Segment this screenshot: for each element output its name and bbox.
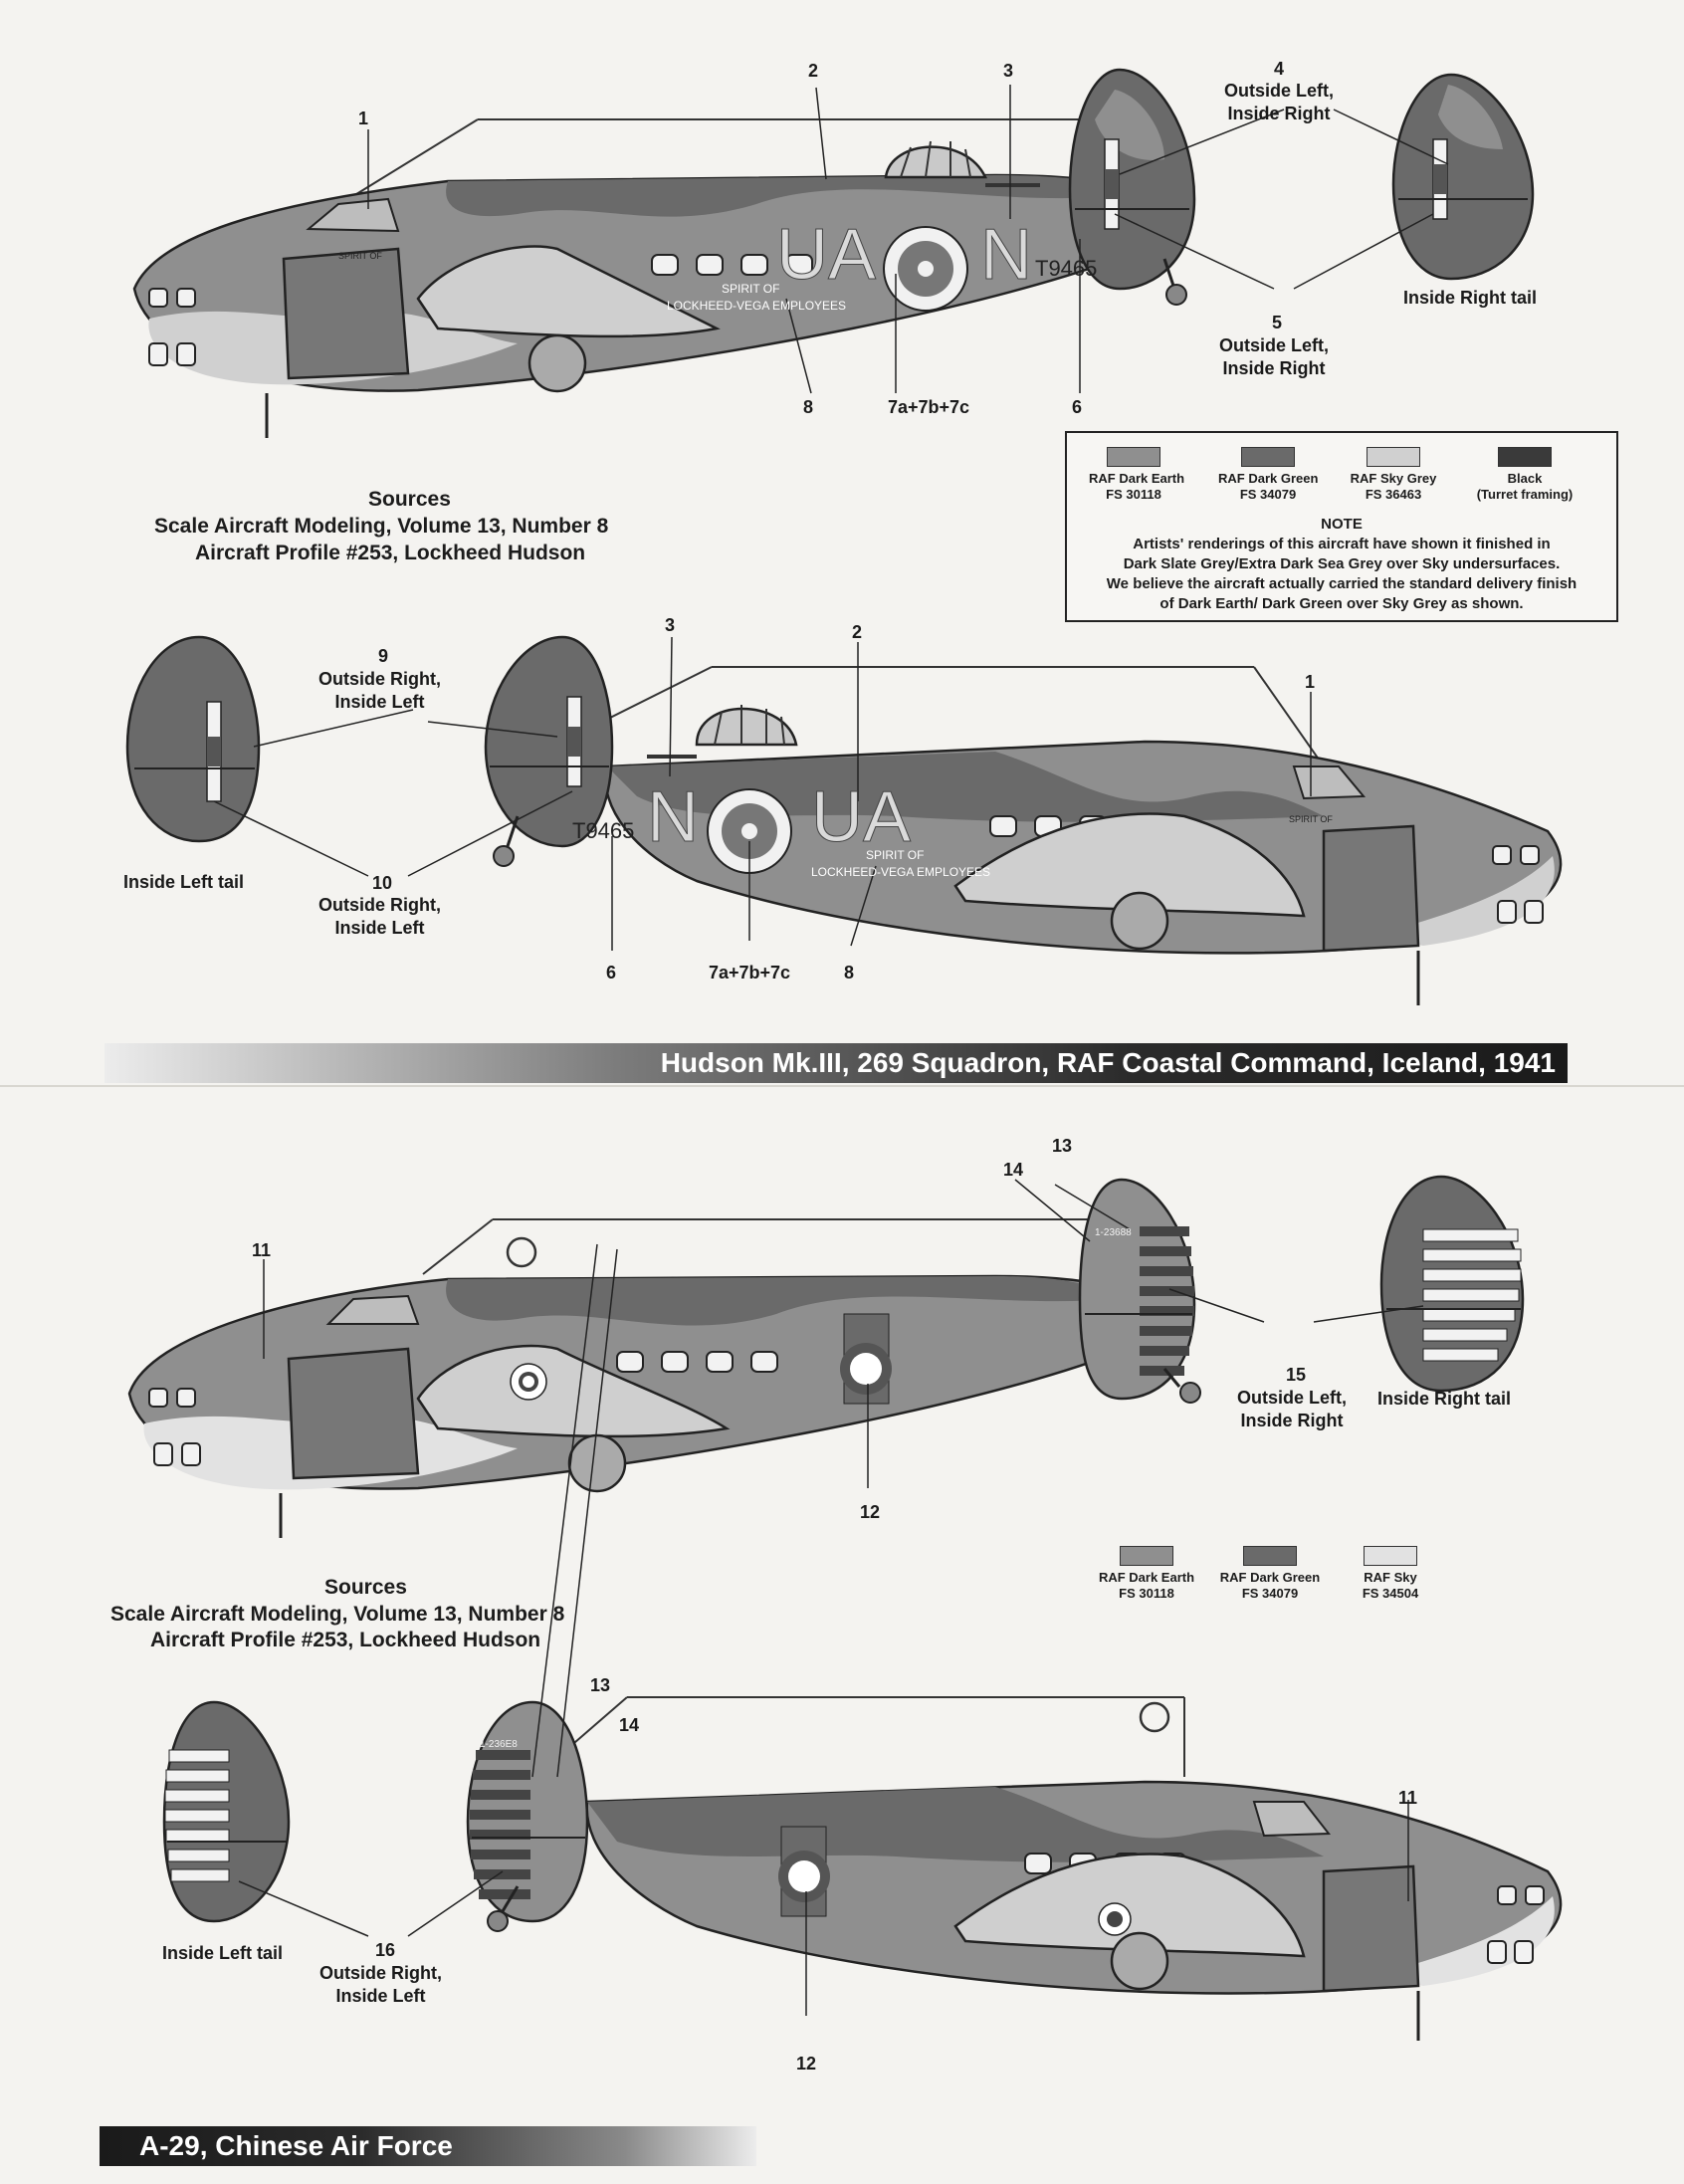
aircraft-letter-n: N [980,215,1033,296]
section-banner-a29: A-29, Chinese Air Force [100,2126,756,2166]
callout-4: 4 [1274,59,1285,79]
sources-heading: Sources [368,488,451,511]
callout-13-b: 13 [590,1675,611,1695]
squadron-code-ua: UA [775,215,877,296]
callout-5-desc: Outside Left, Inside Right [1219,335,1330,378]
squadron-code-n-right: N [647,777,700,858]
nose-text: SPIRIT OF [338,251,382,261]
section-banner-hudson: Hudson Mk.III, 269 Squadron, RAF Coastal… [105,1043,1568,1083]
squadron-code-ua-right: UA [810,777,912,858]
sources-line-2-2: Aircraft Profile #253, Lockheed Hudson [150,1629,541,1651]
fuselage-text-2: LOCKHEED-VEGA EMPLOYEES [667,299,847,313]
callout-5: 5 [1272,313,1283,332]
tail-serial-b: 1-236E8 [480,1739,518,1750]
sources-line-1: Scale Aircraft Modeling, Volume 13, Numb… [154,515,609,538]
callout-6-b: 6 [606,963,617,983]
callout-1-b: 1 [1305,672,1316,692]
serial-number: T9465 [1035,256,1098,281]
callout-11-b: 11 [1398,1788,1418,1808]
callout-9-desc: Outside Right, Inside Left [318,669,441,712]
callout-6: 6 [1072,397,1083,417]
note-title: NOTE [1321,516,1363,533]
callout-1: 1 [358,109,369,128]
callout-14-b: 14 [619,1715,640,1735]
callout-3: 3 [1003,61,1014,81]
inside-left-tail-label: Inside Left tail [123,872,245,892]
callout-12: 12 [860,1502,881,1522]
callout-7: 7a+7b+7c [888,397,970,417]
callout-10-desc: Outside Right, Inside Left [318,895,441,938]
note-line-4: of Dark Earth/ Dark Green over Sky Grey … [1159,595,1524,612]
note-line-2: Dark Slate Grey/Extra Dark Sea Grey over… [1123,555,1561,572]
inside-right-tail-label-2: Inside Right tail [1377,1389,1512,1409]
callout-9: 9 [378,646,389,666]
callout-14: 14 [1003,1160,1024,1180]
swatch-black: Black(Turret framing) [1465,447,1584,503]
banner-title: Hudson Mk.III, 269 Squadron, RAF Coastal… [660,1047,1556,1078]
fuselage-text-2-right: LOCKHEED-VEGA EMPLOYEES [811,865,991,879]
sources-heading-2: Sources [324,1576,407,1599]
callout-8: 8 [803,397,814,417]
callout-15-desc: Outside Left, Inside Right [1237,1388,1348,1430]
callout-12-b: 12 [796,2054,817,2074]
hudson-left-profile [125,68,1563,1005]
callout-3-b: 3 [665,615,676,635]
callout-11: 11 [252,1240,272,1260]
fuselage-text-1: SPIRIT OF [722,282,780,296]
inside-left-tail-label-2: Inside Left tail [162,1943,284,1963]
callout-10: 10 [372,873,393,893]
callout-15: 15 [1286,1365,1307,1385]
nose-text-right: SPIRIT OF [1289,814,1333,824]
serial-number-right: T9465 [572,818,635,843]
callout-7-b: 7a+7b+7c [709,963,791,983]
callout-4-desc: Outside Left, Inside Right [1224,81,1335,123]
note-line-3: We believe the aircraft actually carried… [1106,575,1578,592]
page-fold [0,1085,1684,1087]
callout-2: 2 [808,61,819,81]
note-line-1: Artists' renderings of this aircraft hav… [1133,536,1551,552]
callout-2-b: 2 [852,622,863,642]
callout-16: 16 [375,1940,396,1960]
sources-line-1-2: Scale Aircraft Modeling, Volume 13, Numb… [110,1603,565,1626]
callout-13: 13 [1052,1136,1073,1156]
callout-8-b: 8 [844,963,855,983]
inside-right-tail-label: Inside Right tail [1403,288,1538,308]
sources-line-2: Aircraft Profile #253, Lockheed Hudson [195,542,586,564]
tail-serial: 1-23688 [1095,1227,1132,1238]
banner-title-2: A-29, Chinese Air Force [139,2130,453,2161]
fuselage-text-1-right: SPIRIT OF [866,848,925,862]
a29-left-profile [127,1175,1563,2041]
callout-16-desc: Outside Right, Inside Left [319,1963,442,2006]
